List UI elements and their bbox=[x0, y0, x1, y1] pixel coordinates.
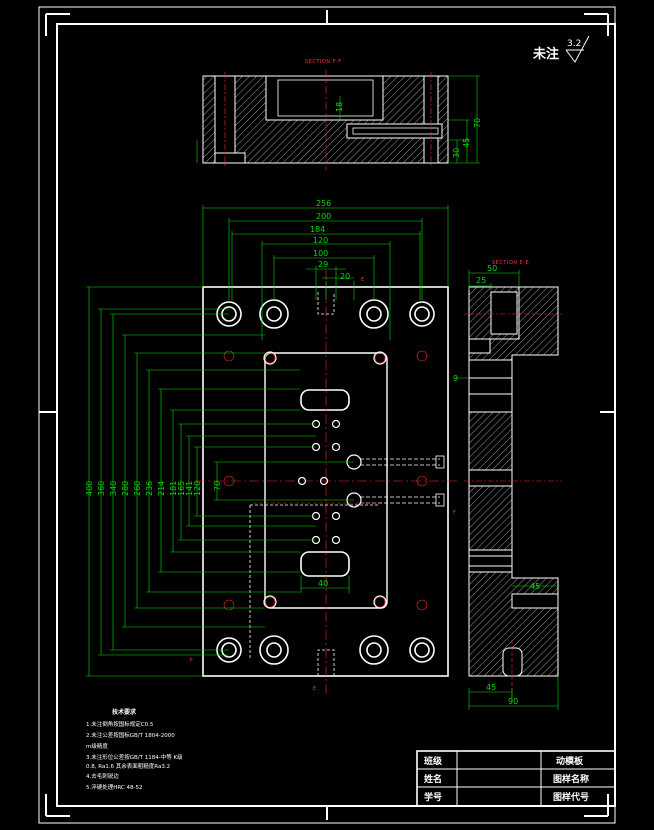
dim-256: 256 bbox=[316, 199, 331, 208]
dim-236: 236 bbox=[145, 481, 154, 496]
dim-100: 100 bbox=[313, 249, 328, 258]
title-cell-name: 姓名 bbox=[423, 773, 442, 785]
sheet-border bbox=[38, 6, 616, 824]
dim-side-45a: 45 bbox=[530, 582, 540, 591]
dim-side-45b: 45 bbox=[486, 683, 496, 692]
dim-200: 200 bbox=[316, 212, 331, 221]
dim-40: 40 bbox=[318, 579, 328, 588]
cut-mark-f-left: F bbox=[190, 658, 193, 664]
screw-holes bbox=[223, 350, 428, 611]
plan-view: E E F F bbox=[190, 270, 460, 695]
dim-top-18: 18 bbox=[335, 102, 344, 112]
section-view-f-f: SECTION F-F 18 30 45 70 bbox=[196, 59, 482, 170]
plan-dims-vertical: 400 360 340 280 260 236 214 181 165 141 … bbox=[85, 286, 354, 677]
note-line: 1.未注倒角按国标规定C0.5 bbox=[86, 720, 154, 728]
note-line: 0.8, Ra1.6 其余表面粗糙度Ra3.2 bbox=[86, 762, 170, 770]
dim-260: 260 bbox=[133, 481, 142, 496]
ejector-holes bbox=[297, 419, 362, 545]
cut-mark-e-top: E bbox=[361, 277, 365, 283]
title-cell-drawing-name: 图样名称 bbox=[553, 773, 589, 785]
roughness-note: 未注 3.2 bbox=[532, 35, 590, 63]
title-cell-part-name: 动模板 bbox=[556, 755, 584, 767]
note-line: 5.淬硬处理HRC 48-52 bbox=[86, 783, 143, 791]
dim-120: 120 bbox=[313, 236, 328, 245]
dim-20: 20 bbox=[340, 272, 350, 281]
section-view-e-e: SECTION E-E 50 25 9 45 45 90 bbox=[453, 260, 562, 710]
dim-top-30: 30 bbox=[452, 148, 461, 158]
dim-side-90: 90 bbox=[508, 697, 518, 706]
technical-notes: 技术要求 1.未注倒角按国标规定C0.5 2.未注公差按国标GB/T 1804-… bbox=[86, 708, 183, 791]
cut-mark-f-right: F bbox=[453, 510, 456, 516]
title-cell-class: 班级 bbox=[424, 755, 443, 767]
cut-mark-e-bottom: E bbox=[313, 686, 317, 692]
guide-holes bbox=[216, 299, 435, 665]
dim-side-50: 50 bbox=[487, 264, 497, 273]
roughness-value: 3.2 bbox=[567, 39, 581, 49]
dim-184: 184 bbox=[310, 225, 325, 234]
dim-side-25: 25 bbox=[476, 276, 486, 285]
section-label-side: SECTION E-E bbox=[492, 260, 529, 266]
dim-top-70: 70 bbox=[473, 118, 482, 128]
plan-dims-horizontal: 256 200 184 120 100 29 20 40 bbox=[202, 199, 449, 593]
notes-heading: 技术要求 bbox=[112, 708, 137, 716]
dim-400: 400 bbox=[85, 481, 94, 496]
note-line: 4.去毛刺锐边 bbox=[86, 772, 119, 780]
dim-side-9: 9 bbox=[453, 374, 458, 383]
note-line: 3.未注形位公差按GB/T 1184-中等 K级 bbox=[86, 753, 183, 761]
dim-70: 70 bbox=[213, 481, 222, 491]
dim-181: 181 bbox=[169, 481, 178, 496]
note-line: m级精度 bbox=[86, 742, 108, 750]
title-block: 班级 姓名 学号 动模板 图样名称 图样代号 bbox=[416, 750, 616, 807]
dim-214: 214 bbox=[157, 481, 166, 496]
title-cell-student-id: 学号 bbox=[424, 791, 442, 803]
dim-360: 360 bbox=[97, 481, 106, 496]
dim-141: 141 bbox=[185, 481, 194, 496]
dim-29: 29 bbox=[318, 260, 328, 269]
roughness-label: 未注 bbox=[532, 46, 559, 62]
dim-165: 165 bbox=[177, 481, 186, 496]
dim-340: 340 bbox=[109, 481, 118, 496]
title-cell-drawing-code: 图样代号 bbox=[553, 791, 589, 803]
dim-280: 280 bbox=[121, 481, 130, 496]
dim-top-45: 45 bbox=[462, 138, 471, 148]
note-line: 2.未注公差按国标GB/T 1804-2000 bbox=[86, 731, 175, 739]
section-label-top: SECTION F-F bbox=[305, 59, 342, 65]
dim-120v: 120 bbox=[193, 481, 202, 496]
